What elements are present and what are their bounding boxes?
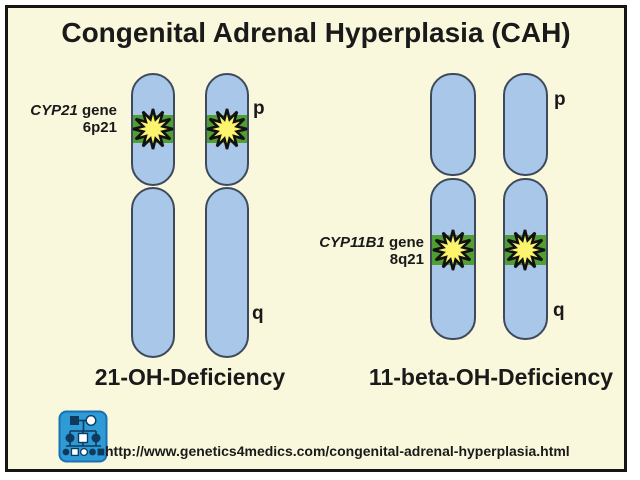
gene-name-line: CYP21 gene	[20, 102, 117, 119]
chromosome8-copy1-p-arm	[430, 73, 476, 176]
gene-locus: 6p21	[82, 119, 117, 136]
left-pair-caption: 21-OH-Deficiency	[94, 364, 286, 390]
gene-suffix: gene	[77, 102, 117, 119]
source-url-text: http://www.genetics4medics.com/congenita…	[105, 443, 570, 459]
starburst-mutation-icon	[432, 229, 474, 271]
chromosome8-copy2-p-arm	[503, 73, 548, 176]
starburst-mutation-icon	[504, 229, 546, 271]
gene-suffix: gene	[384, 234, 424, 251]
left-pair-p-arm-label: p	[253, 98, 265, 119]
starburst-mutation-icon	[206, 108, 248, 150]
gene-name-line: CYP11B1 gene	[304, 234, 424, 251]
pedigree-chart-icon	[58, 410, 108, 463]
right-pair-q-arm-label: q	[553, 300, 565, 321]
page-title: Congenital Adrenal Hyperplasia (CAH)	[61, 17, 571, 48]
cyp11b1-gene-label: CYP11B1 gene 8q21	[304, 234, 424, 268]
gene-name: CYP21	[30, 102, 78, 119]
left-pair-q-arm-label: q	[252, 303, 264, 324]
starburst-mutation-icon	[132, 108, 174, 150]
gene-locus: 8q21	[389, 251, 424, 268]
gene-name: CYP11B1	[319, 234, 385, 251]
right-pair-caption: 11-beta-OH-Deficiency	[368, 364, 614, 390]
cyp21-gene-label: CYP21 gene 6p21	[20, 102, 117, 136]
right-pair-p-arm-label: p	[554, 89, 566, 110]
chromosome6-copy2-q-arm	[205, 187, 249, 358]
chromosome6-copy1-q-arm	[131, 187, 175, 358]
diagram-frame: Congenital Adrenal Hyperplasia (CAH) CYP…	[5, 5, 627, 472]
